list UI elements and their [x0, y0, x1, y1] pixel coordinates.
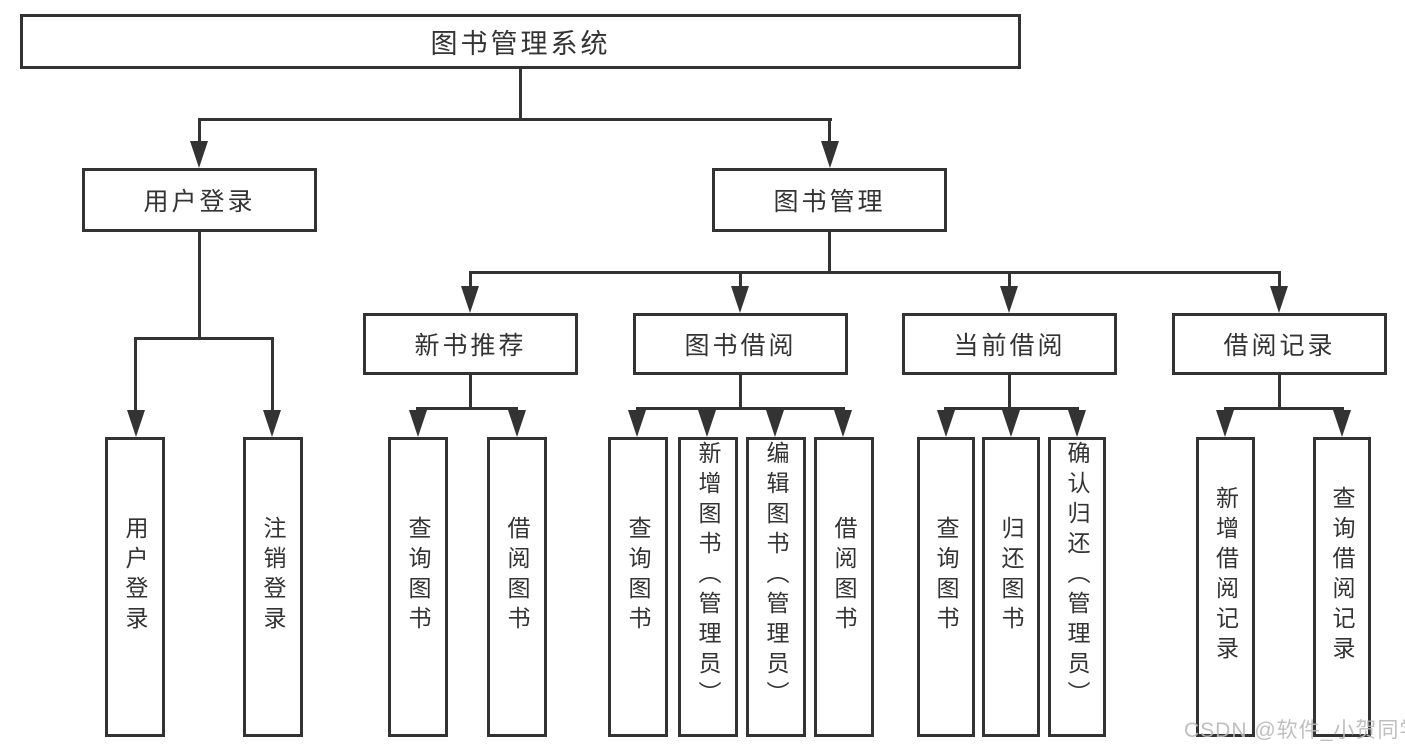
leaf-query-books-borrowing: 查询图书: [608, 437, 668, 737]
arrowhead-down: [1068, 410, 1086, 437]
connector-line: [636, 407, 845, 410]
leaf-label: 用户登录: [122, 516, 148, 636]
node-label: 借阅记录: [1223, 332, 1336, 360]
connector-line: [739, 375, 742, 407]
arrowhead-down: [1000, 286, 1018, 313]
arrowhead-down: [821, 141, 839, 168]
leaf-label: 编辑图书（管理员）: [763, 441, 789, 711]
node-label: 当前借阅: [953, 332, 1066, 360]
leaf-edit-books-admin: 编辑图书（管理员）: [746, 437, 806, 737]
connector-line: [416, 407, 518, 410]
leaf-add-borrow-record: 新增借阅记录: [1196, 437, 1255, 737]
connector-line: [519, 69, 522, 118]
connector-line: [944, 407, 1079, 410]
connector-line: [1224, 407, 1344, 410]
leaf-label: 查询图书: [933, 516, 959, 636]
leaf-query-books-recommend: 查询图书: [388, 437, 448, 737]
leaf-user-login: 用户登录: [105, 437, 165, 737]
arrowhead-down: [461, 286, 479, 313]
leaf-borrow-books-recommend: 借阅图书: [487, 437, 547, 737]
arrowhead-down: [834, 410, 852, 437]
node-book-borrowing: 图书借阅: [633, 313, 848, 375]
connector-line: [1008, 375, 1011, 407]
arrowhead-down: [263, 410, 281, 437]
node-label: 图书管理: [773, 188, 886, 216]
node-current-borrowing: 当前借阅: [902, 313, 1117, 375]
node-label: 用户登录: [143, 188, 256, 216]
arrowhead-down: [190, 141, 208, 168]
connector-line: [271, 340, 274, 410]
connector-line: [469, 375, 472, 407]
arrowhead-down: [1002, 410, 1020, 437]
leaf-label: 借阅图书: [504, 516, 530, 636]
leaf-label: 查询图书: [625, 516, 651, 636]
arrowhead-down: [628, 410, 646, 437]
node-borrowing-records: 借阅记录: [1172, 313, 1387, 375]
node-label: 图书借阅: [684, 332, 797, 360]
arrowhead-down: [937, 410, 955, 437]
leaf-query-books-current: 查询图书: [917, 437, 975, 737]
node-book-management: 图书管理: [712, 168, 947, 232]
arrowhead-down: [698, 410, 716, 437]
leaf-label: 查询借阅记录: [1329, 486, 1355, 666]
leaf-label: 注销登录: [260, 516, 286, 636]
arrowhead-down: [766, 410, 784, 437]
arrowhead-down: [1333, 410, 1351, 437]
connector-line: [828, 232, 831, 271]
leaf-label: 新增借阅记录: [1212, 486, 1239, 666]
node-label: 图书管理系统: [430, 29, 611, 59]
connector-line: [739, 274, 742, 288]
leaf-label: 新增图书（管理员）: [695, 441, 721, 711]
connector-line: [134, 340, 137, 410]
leaf-label: 借阅图书: [831, 516, 857, 636]
arrowhead-down: [127, 410, 145, 437]
watermark: CSDN @软件_小贺同学: [1184, 719, 1405, 742]
arrowhead-down: [731, 286, 749, 313]
leaf-add-books-admin: 新增图书（管理员）: [678, 437, 738, 737]
node-label: 新书推荐: [414, 332, 527, 360]
node-new-book-recommend: 新书推荐: [363, 313, 578, 375]
leaf-label: 归还图书: [998, 516, 1024, 636]
connector-line: [198, 118, 832, 121]
connector-line: [1278, 375, 1281, 407]
connector-line: [198, 121, 201, 143]
arrowhead-down: [1216, 410, 1234, 437]
connector-line: [828, 121, 831, 143]
leaf-query-borrow-record: 查询借阅记录: [1313, 437, 1371, 737]
leaf-logout-login: 注销登录: [243, 437, 303, 737]
arrowhead-down: [409, 410, 427, 437]
arrowhead-down: [508, 410, 526, 437]
leaf-label: 确认归还（管理员）: [1064, 441, 1090, 711]
node-user-login: 用户登录: [82, 168, 317, 232]
connector-line: [198, 232, 201, 337]
connector-line: [469, 274, 472, 288]
node-library-management-system: 图书管理系统: [20, 14, 1021, 69]
connector-line: [1278, 274, 1281, 288]
leaf-borrow-books-borrowing: 借阅图书: [814, 437, 874, 737]
leaf-return-books: 归还图书: [982, 437, 1040, 737]
connector-line: [469, 271, 1281, 274]
arrowhead-down: [1270, 286, 1288, 313]
connector-line: [134, 337, 274, 340]
leaf-confirm-return-admin: 确认归还（管理员）: [1048, 437, 1106, 737]
leaf-label: 查询图书: [405, 516, 431, 636]
connector-line: [1008, 274, 1011, 288]
